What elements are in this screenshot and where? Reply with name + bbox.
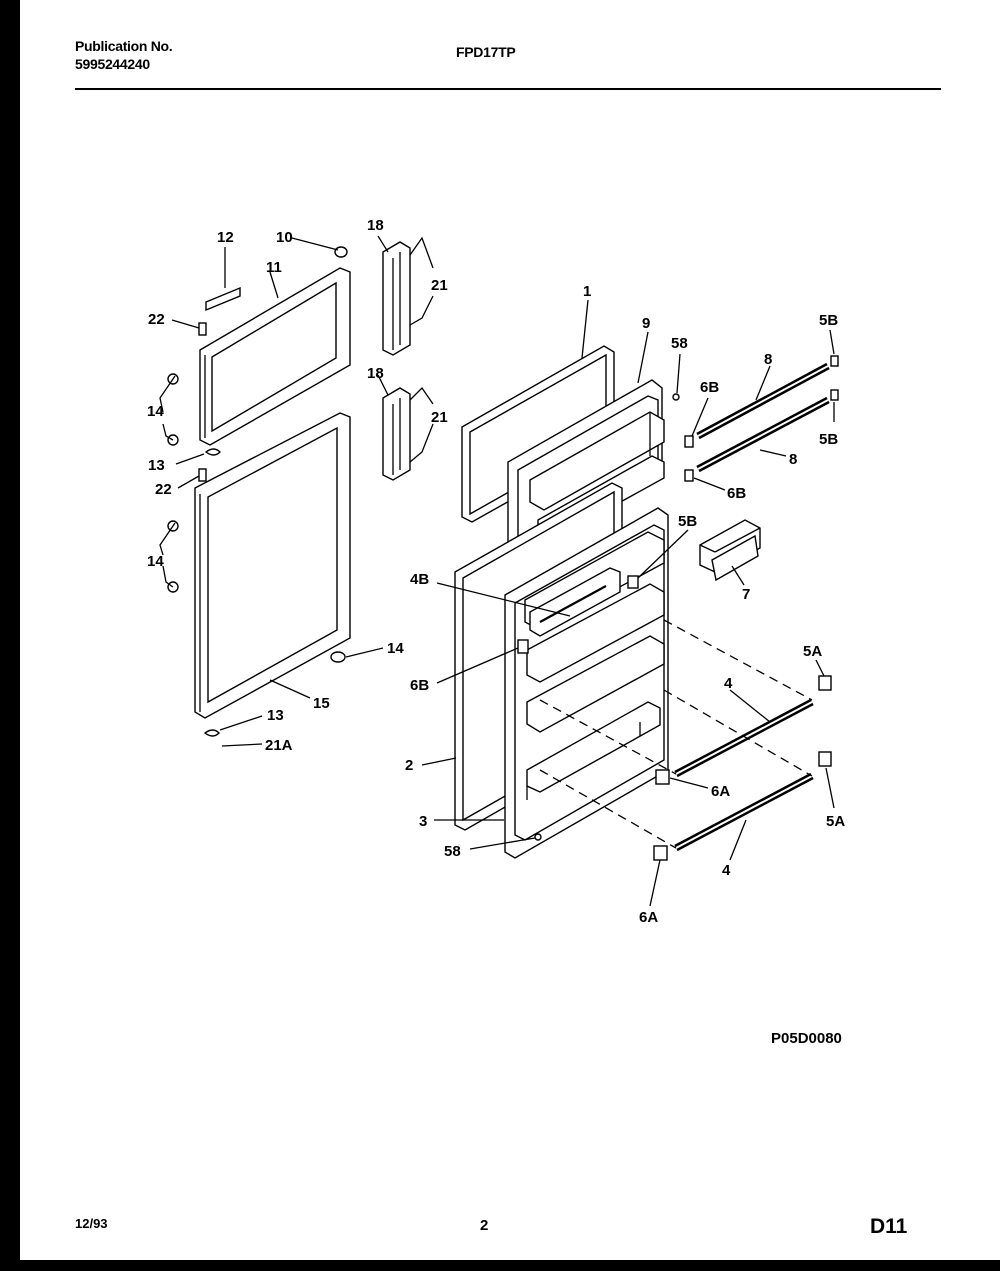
callout-6B: 6B bbox=[700, 379, 719, 396]
callout-4: 4 bbox=[722, 862, 731, 879]
callout-11: 11 bbox=[266, 259, 282, 276]
callout-21: 21 bbox=[431, 409, 448, 426]
callout-14: 14 bbox=[147, 553, 164, 570]
callout-5A: 5A bbox=[826, 813, 845, 830]
callout-6B: 6B bbox=[410, 677, 429, 694]
callout-14: 14 bbox=[387, 640, 404, 657]
drawing-code: P05D0080 bbox=[771, 1030, 842, 1047]
callout-10: 10 bbox=[276, 229, 293, 246]
nameplate-part bbox=[205, 286, 241, 312]
callout-21: 21 bbox=[431, 277, 448, 294]
callout-6B: 6B bbox=[727, 485, 746, 502]
lower-door-liner bbox=[504, 507, 669, 859]
callout-8: 8 bbox=[789, 451, 797, 468]
callout-22: 22 bbox=[155, 481, 172, 498]
model-number: FPD17TP bbox=[456, 44, 516, 60]
callout-8: 8 bbox=[764, 351, 772, 368]
callout-9: 9 bbox=[642, 315, 650, 332]
publication-number: 5995244240 bbox=[75, 56, 150, 72]
door-bar-upper bbox=[674, 698, 814, 778]
breaker-strip-upper bbox=[382, 241, 411, 356]
callout-13: 13 bbox=[267, 707, 284, 724]
door-bar-lower bbox=[674, 772, 814, 852]
callout-1: 1 bbox=[583, 283, 591, 300]
dairy-door-part bbox=[699, 519, 761, 582]
callout-21A: 21A bbox=[265, 737, 293, 754]
callout-22: 22 bbox=[148, 311, 165, 328]
plug-part bbox=[334, 246, 348, 258]
callout-7: 7 bbox=[742, 586, 750, 603]
callout-12: 12 bbox=[217, 229, 234, 246]
callout-5A: 5A bbox=[803, 643, 822, 660]
header-rule bbox=[75, 88, 941, 90]
shelf-bar-lower bbox=[696, 396, 830, 473]
callout-15: 15 bbox=[313, 695, 330, 712]
footer-section-code: D11 bbox=[870, 1215, 908, 1238]
callout-58: 58 bbox=[444, 843, 461, 860]
footer-date: 12/93 bbox=[75, 1216, 108, 1231]
callout-labels: 12 10 11 18 21 22 14 13 22 18 21 14 14 1… bbox=[147, 217, 845, 926]
breaker-strip-lower bbox=[382, 387, 411, 481]
callout-18: 18 bbox=[367, 217, 384, 234]
freezer-door-gasket-frame bbox=[199, 267, 351, 446]
callout-18: 18 bbox=[367, 365, 384, 382]
callout-3: 3 bbox=[419, 813, 427, 830]
callout-4: 4 bbox=[724, 675, 733, 692]
footer-page-number: 2 bbox=[480, 1217, 488, 1234]
fresh-food-door-gasket-frame bbox=[194, 412, 351, 719]
callout-5B: 5B bbox=[819, 431, 838, 448]
callout-5B: 5B bbox=[819, 312, 838, 329]
callout-14: 14 bbox=[147, 403, 164, 420]
callout-4B: 4B bbox=[410, 571, 429, 588]
publication-label: Publication No. bbox=[75, 38, 173, 54]
callout-5B: 5B bbox=[678, 513, 697, 530]
leader-lines bbox=[159, 235, 835, 907]
callout-58: 58 bbox=[671, 335, 688, 352]
callout-2: 2 bbox=[405, 757, 413, 774]
shelf-bar-upper bbox=[696, 362, 830, 440]
callout-13: 13 bbox=[148, 457, 165, 474]
screw-part bbox=[198, 468, 207, 482]
screw-part bbox=[198, 322, 207, 336]
callout-6A: 6A bbox=[711, 783, 730, 800]
callout-6A: 6A bbox=[639, 909, 658, 926]
